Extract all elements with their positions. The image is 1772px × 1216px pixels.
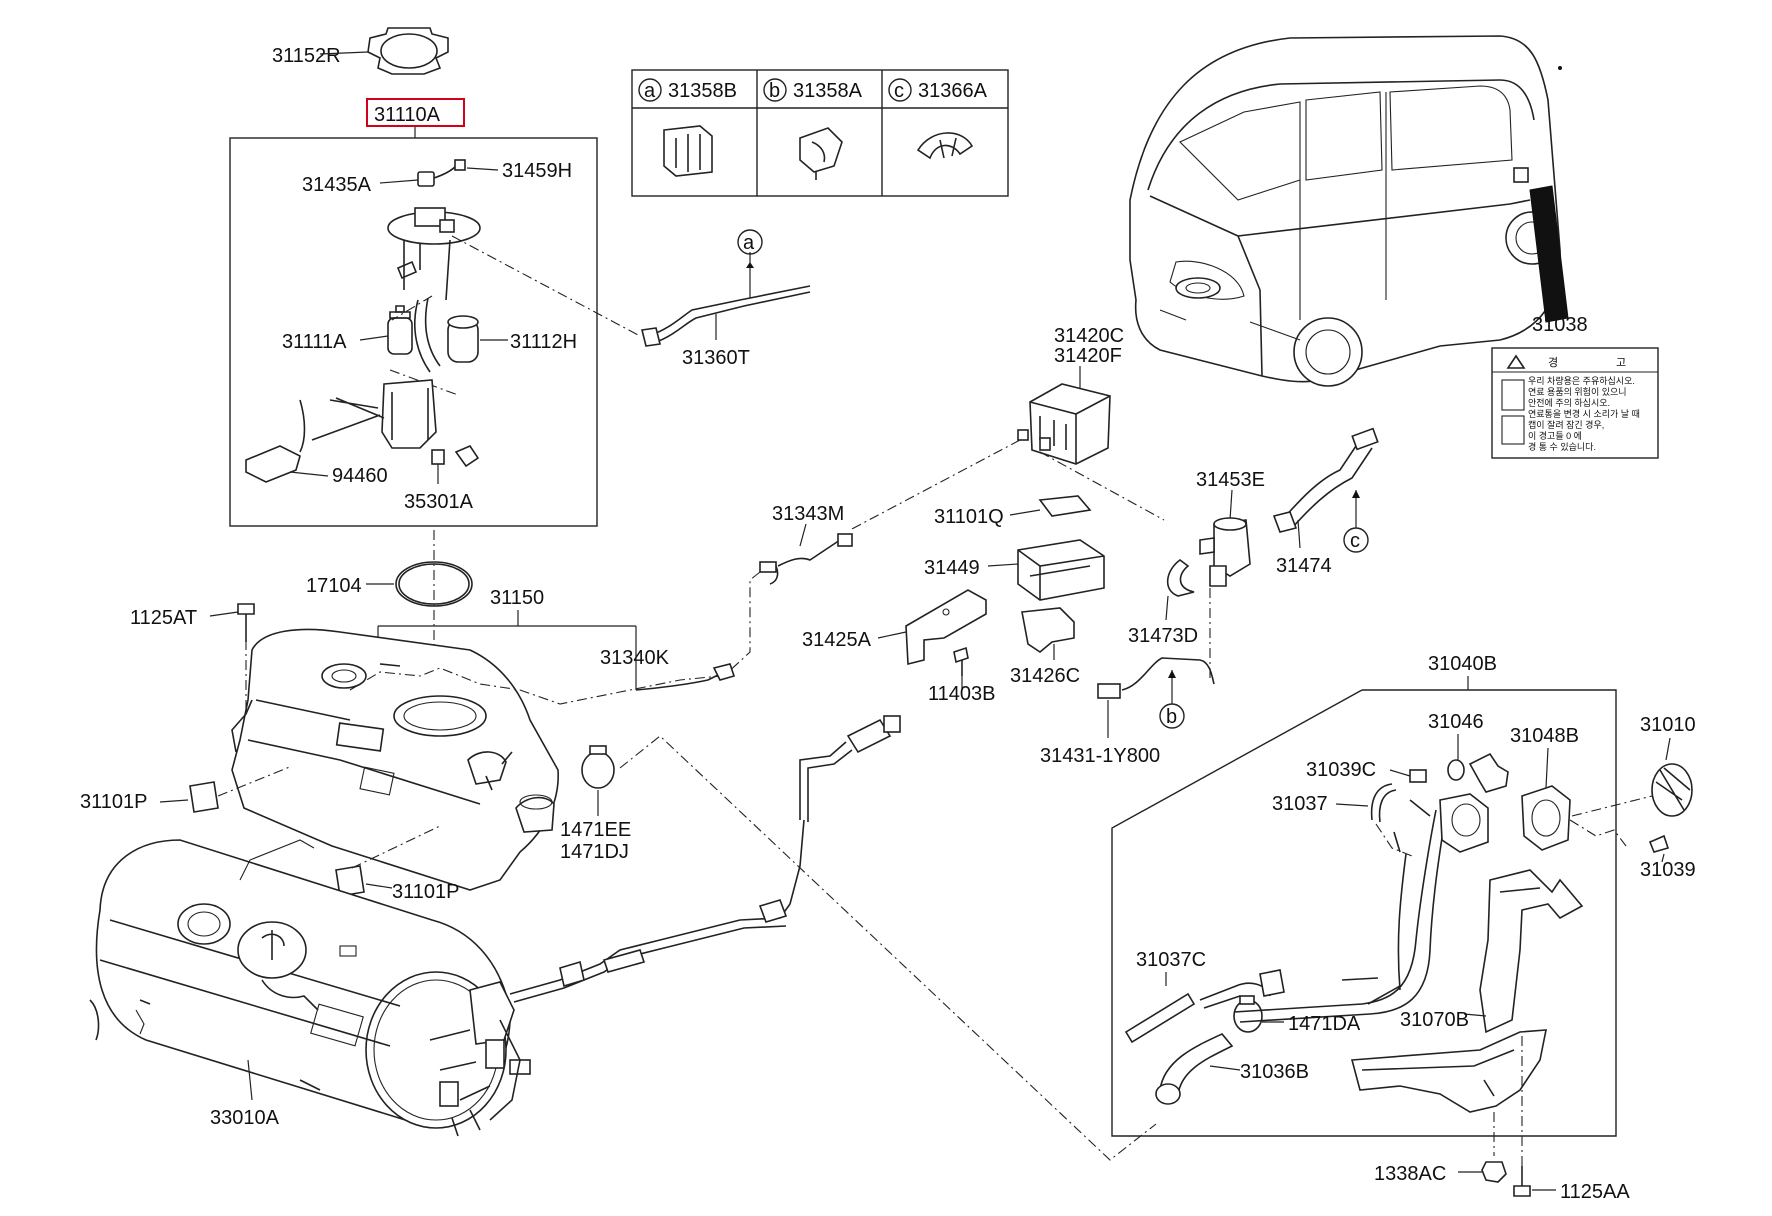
label-31426C: 31426C	[1010, 665, 1080, 687]
warning-line-5: 캡이 잘려 잠긴 경우,	[1528, 419, 1604, 430]
fasteners: 1338AC 1125AA	[1374, 1036, 1630, 1203]
warning-label-31038: 31038 경 고 우리 차량용은 주유하십시오. 연료 용품의 위험이 있으니…	[1491, 314, 1659, 459]
label-31037C: 31037C	[1136, 949, 1206, 971]
label-31101P-right: 31101P	[392, 881, 459, 903]
label-31474: 31474	[1276, 555, 1332, 577]
bracket-group: 31101Q 31449 31425A 11403B 31426C	[802, 495, 1105, 705]
label-31150: 31150	[490, 587, 544, 609]
label-31010: 31010	[1640, 714, 1696, 736]
lock-ring-31152R	[367, 27, 449, 75]
legend-letter-b: b	[769, 80, 780, 102]
label-31340K: 31340K	[600, 647, 670, 669]
label-31453E: 31453E	[1196, 469, 1265, 491]
label-31040B: 31040B	[1428, 653, 1497, 675]
fuel-pump-assembly: 31152R 31110A 31435A 31459H 31111A 31112…	[229, 27, 598, 527]
label-1125AA: 1125AA	[1560, 1181, 1630, 1203]
label-31112H: 31112H	[510, 331, 577, 353]
label-33010A: 33010A	[210, 1107, 280, 1129]
label-31435A: 31435A	[302, 174, 372, 196]
label-31425A: 31425A	[802, 629, 872, 651]
warning-header-left: 경	[1548, 356, 1558, 369]
label-31038: 31038	[1532, 314, 1588, 336]
warning-header-right: 고	[1616, 357, 1626, 369]
label-31431: 31431-1Y800	[1040, 745, 1160, 767]
label-1471DJ: 1471DJ	[560, 841, 629, 863]
label-31070B: 31070B	[1400, 1009, 1469, 1031]
warning-line-4: 연료통을 변경 시 소리가 날 때	[1528, 408, 1640, 419]
warning-line-1: 우리 차량용은 주유하십시오.	[1528, 375, 1635, 386]
label-31101P-left: 31101P	[80, 791, 147, 813]
label-35301A: 35301A	[404, 491, 474, 513]
label-31449: 31449	[924, 557, 980, 579]
fuel-tank-31150: 17104 31150 1125AT 31340K	[80, 530, 1157, 1161]
legend-part-c: 31366A	[918, 80, 988, 102]
label-17104: 17104	[306, 575, 362, 597]
label-31039C: 31039C	[1306, 759, 1376, 781]
label-31037: 31037	[1272, 793, 1328, 815]
label-1471EE: 1471EE	[560, 819, 631, 841]
label-31420C: 31420C	[1054, 325, 1124, 347]
label-1338AC: 1338AC	[1374, 1163, 1446, 1185]
vehicle-illustration	[1129, 35, 1569, 387]
label-31420F: 31420F	[1054, 345, 1122, 367]
label-94460: 94460	[332, 465, 388, 487]
warning-line-7: 경 통 수 있습니다.	[1528, 441, 1596, 452]
lpg-tank-33010A: 33010A	[89, 715, 901, 1137]
label-31110A: 31110A	[374, 104, 441, 126]
warning-line-6: 이 경고들 0 에	[1528, 430, 1582, 441]
label-31046: 31046	[1428, 711, 1484, 733]
label-31152R: 31152R	[272, 45, 341, 67]
legend-letter-c: c	[894, 80, 904, 102]
callout-a: a	[743, 232, 755, 254]
filler-neck-assembly-31040B: 31040B 31046 31048B 31010 31039C 31037 3…	[1111, 653, 1696, 1137]
label-31343M: 31343M	[772, 503, 844, 525]
label-31473D: 31473D	[1128, 625, 1198, 647]
vent-hose-31343M: 31343M	[723, 503, 853, 677]
label-31360T: 31360T	[682, 347, 750, 369]
legend-part-b: 31358A	[793, 80, 863, 102]
valve-31453E: 31453E 31473D 31474 c 31431-1Y800 b	[1040, 427, 1379, 767]
pump-assembly-frame	[229, 137, 598, 527]
legend-table: a 31358B b 31358A c 31366A	[631, 69, 1009, 197]
callout-c: c	[1350, 530, 1360, 552]
label-11403B: 11403B	[928, 683, 995, 705]
label-1125AT: 1125AT	[130, 607, 197, 629]
label-31036B: 31036B	[1240, 1061, 1309, 1083]
label-31039: 31039	[1640, 859, 1696, 881]
legend-letter-a: a	[644, 80, 656, 102]
label-31101Q: 31101Q	[934, 506, 1004, 528]
warning-line-2: 연료 용품의 위험이 있으니	[1528, 386, 1627, 397]
legend-part-a: 31358B	[668, 80, 737, 102]
label-31111A: 31111A	[282, 331, 347, 353]
label-1471DA: 1471DA	[1288, 1013, 1361, 1035]
label-31048B: 31048B	[1510, 725, 1579, 747]
label-31459H: 31459H	[502, 160, 572, 182]
fuel-feed-hose-31360T: a 31360T	[451, 229, 811, 369]
highlight-box	[366, 98, 465, 127]
warning-line-3: 안전에 주의 하십시오.	[1528, 398, 1610, 408]
canister-31420: 31420C 31420F	[849, 325, 1165, 531]
callout-b: b	[1166, 706, 1177, 728]
